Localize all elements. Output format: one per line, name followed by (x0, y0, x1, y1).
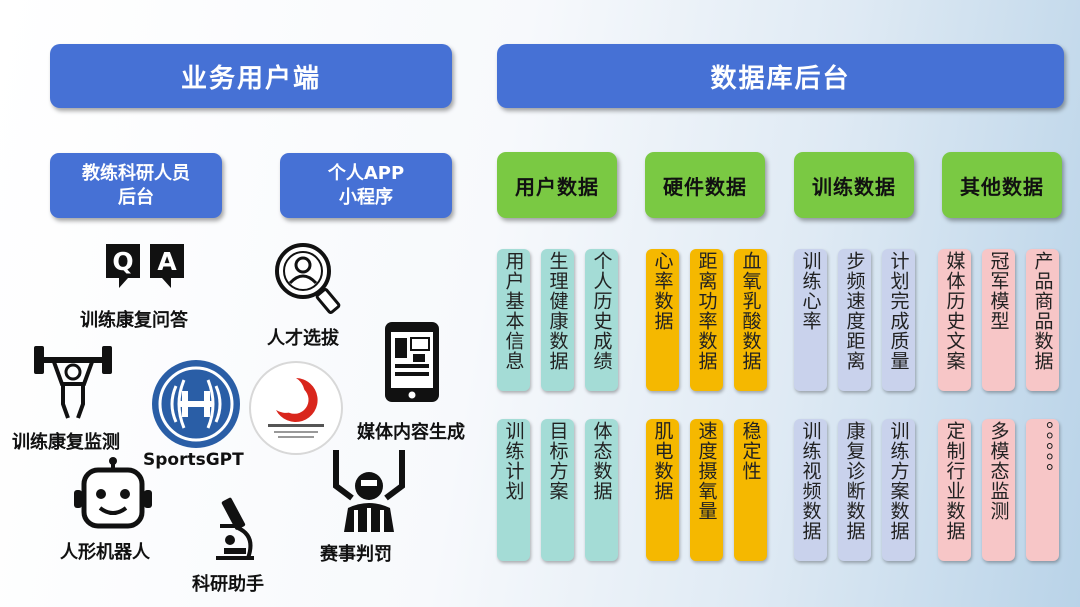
data-cell-text: 冠军模型 (987, 251, 1010, 331)
personal-app-panel: 个人APP 小程序 (280, 153, 452, 218)
data-cell: 目标方案 (541, 419, 574, 561)
data-cell: 。。。。。 (1026, 419, 1059, 561)
data-cell: 个人历史成绩 (585, 249, 618, 391)
category-other-data: 其他数据 (942, 152, 1062, 218)
coach-panel-line1: 教练科研人员 (82, 162, 190, 184)
data-cell-text: 。。。。。 (1031, 421, 1054, 483)
data-cell-text: 稳定性 (739, 421, 762, 481)
data-cell: 体态数据 (585, 419, 618, 561)
coach-panel-line2: 后台 (118, 186, 154, 208)
data-cell-text: 训练心率 (799, 251, 822, 331)
qa-icon: Q A (103, 240, 189, 298)
data-cell-text: 速度摄氧量 (695, 421, 718, 521)
data-cell: 产品商品数据 (1026, 249, 1059, 391)
feature-research-label: 科研助手 (192, 574, 264, 595)
data-cell: 定制行业数据 (938, 419, 971, 561)
microscope-icon (208, 494, 260, 564)
data-cell-text: 定制行业数据 (943, 421, 966, 541)
talent-search-icon (272, 240, 344, 316)
university-seal-icon (248, 360, 344, 456)
app-panel-line1: 个人APP (327, 162, 405, 184)
coach-research-panel: 教练科研人员 后台 (50, 153, 222, 218)
app-panel-line2: 小程序 (339, 186, 393, 208)
qa-letter-q: Q (112, 247, 133, 276)
data-cell-text: 计划完成质量 (887, 251, 910, 371)
data-cell-text: 心率数据 (651, 251, 674, 331)
data-cell-text: 康复诊断数据 (843, 421, 866, 541)
data-cell-text: 体态数据 (590, 421, 613, 501)
robot-icon (72, 456, 154, 532)
qa-letter-a: A (157, 247, 177, 276)
data-cell-text: 多模态监测 (987, 421, 1010, 521)
referee-icon (328, 446, 410, 534)
data-cell-text: 步频速度距离 (843, 251, 866, 371)
data-cell: 冠军模型 (982, 249, 1015, 391)
weightlifter-icon (32, 340, 114, 422)
data-cell: 步频速度距离 (838, 249, 871, 391)
feature-media-label: 媒体内容生成 (357, 422, 465, 443)
data-cell-text: 个人历史成绩 (590, 251, 613, 371)
data-cell: 训练方案数据 (882, 419, 915, 561)
data-cell: 生理健康数据 (541, 249, 574, 391)
business-user-header: 业务用户端 (50, 44, 452, 108)
brand-sportsgpt: SportsGPT (143, 450, 244, 470)
category-user-data: 用户数据 (497, 152, 617, 218)
media-tablet-icon (383, 320, 441, 404)
data-cell: 肌电数据 (646, 419, 679, 561)
database-backend-header: 数据库后台 (497, 44, 1064, 108)
data-cell-text: 用户基本信息 (502, 251, 525, 371)
data-cell: 计划完成质量 (882, 249, 915, 391)
data-cell-text: 训练方案数据 (887, 421, 910, 541)
data-cell-text: 媒体历史文案 (943, 251, 966, 371)
feature-talent-label: 人才选拔 (267, 328, 339, 349)
category-training-data: 训练数据 (794, 152, 914, 218)
data-cell-text: 距离功率数据 (695, 251, 718, 371)
data-cell: 心率数据 (646, 249, 679, 391)
category-hardware-data: 硬件数据 (645, 152, 765, 218)
data-cell-text: 训练计划 (502, 421, 525, 501)
data-cell: 用户基本信息 (497, 249, 530, 391)
data-cell: 多模态监测 (982, 419, 1015, 561)
data-cell-text: 目标方案 (546, 421, 569, 501)
data-cell-text: 训练视频数据 (799, 421, 822, 541)
data-cell: 稳定性 (734, 419, 767, 561)
feature-referee-label: 赛事判罚 (320, 544, 392, 565)
data-cell: 训练计划 (497, 419, 530, 561)
sportsgpt-logo-icon (150, 358, 242, 450)
data-cell-text: 血氧乳酸数据 (739, 251, 762, 371)
data-cell-text: 产品商品数据 (1031, 251, 1054, 371)
feature-monitor-label: 训练康复监测 (12, 432, 120, 453)
data-cell: 康复诊断数据 (838, 419, 871, 561)
data-cell-text: 肌电数据 (651, 421, 674, 501)
data-cell: 距离功率数据 (690, 249, 723, 391)
data-cell-text: 生理健康数据 (546, 251, 569, 371)
data-cell: 媒体历史文案 (938, 249, 971, 391)
data-cell: 训练心率 (794, 249, 827, 391)
data-cell: 速度摄氧量 (690, 419, 723, 561)
feature-robot-label: 人形机器人 (60, 542, 150, 563)
feature-qa-label: 训练康复问答 (80, 310, 188, 331)
data-cell: 血氧乳酸数据 (734, 249, 767, 391)
data-cell: 训练视频数据 (794, 419, 827, 561)
